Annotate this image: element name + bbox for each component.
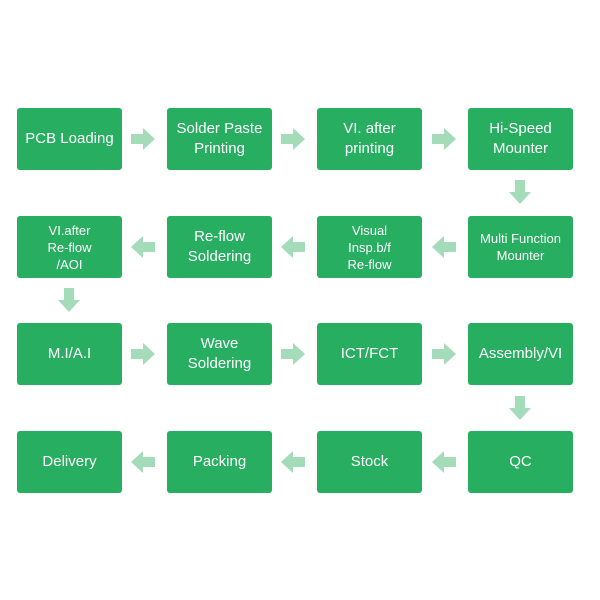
arrow-down-icon [508, 396, 532, 420]
arrow-left-icon [281, 235, 305, 259]
step-wave-soldering: Wave Soldering [167, 323, 272, 385]
step-solder-paste-printing: Solder Paste Printing [167, 108, 272, 170]
step-stock: Stock [317, 431, 422, 493]
arrow-right-icon [281, 127, 305, 151]
step-pcb-loading: PCB Loading [17, 108, 122, 170]
arrow-left-icon [432, 235, 456, 259]
arrow-left-icon [131, 450, 155, 474]
step-hi-speed-mounter: Hi-Speed Mounter [468, 108, 573, 170]
step-assembly-vi: Assembly/VI [468, 323, 573, 385]
arrow-right-icon [432, 342, 456, 366]
step-vi-after-reflow-aoi: VI.after Re-flow /AOI [17, 216, 122, 278]
arrow-left-icon [131, 235, 155, 259]
arrow-down-icon [57, 288, 81, 312]
step-qc: QC [468, 431, 573, 493]
step-packing: Packing [167, 431, 272, 493]
step-visual-insp-before-reflow: Visual Insp.b/f Re-flow [317, 216, 422, 278]
arrow-left-icon [281, 450, 305, 474]
step-reflow-soldering: Re-flow Soldering [167, 216, 272, 278]
step-delivery: Delivery [17, 431, 122, 493]
arrow-right-icon [131, 127, 155, 151]
arrow-right-icon [432, 127, 456, 151]
step-mi-ai: M.I/A.I [17, 323, 122, 385]
arrow-left-icon [432, 450, 456, 474]
arrow-down-icon [508, 180, 532, 204]
step-vi-after-printing: VI. after printing [317, 108, 422, 170]
arrow-right-icon [281, 342, 305, 366]
step-multi-function-mounter: Multi Function Mounter [468, 216, 573, 278]
step-ict-fct: ICT/FCT [317, 323, 422, 385]
arrow-right-icon [131, 342, 155, 366]
